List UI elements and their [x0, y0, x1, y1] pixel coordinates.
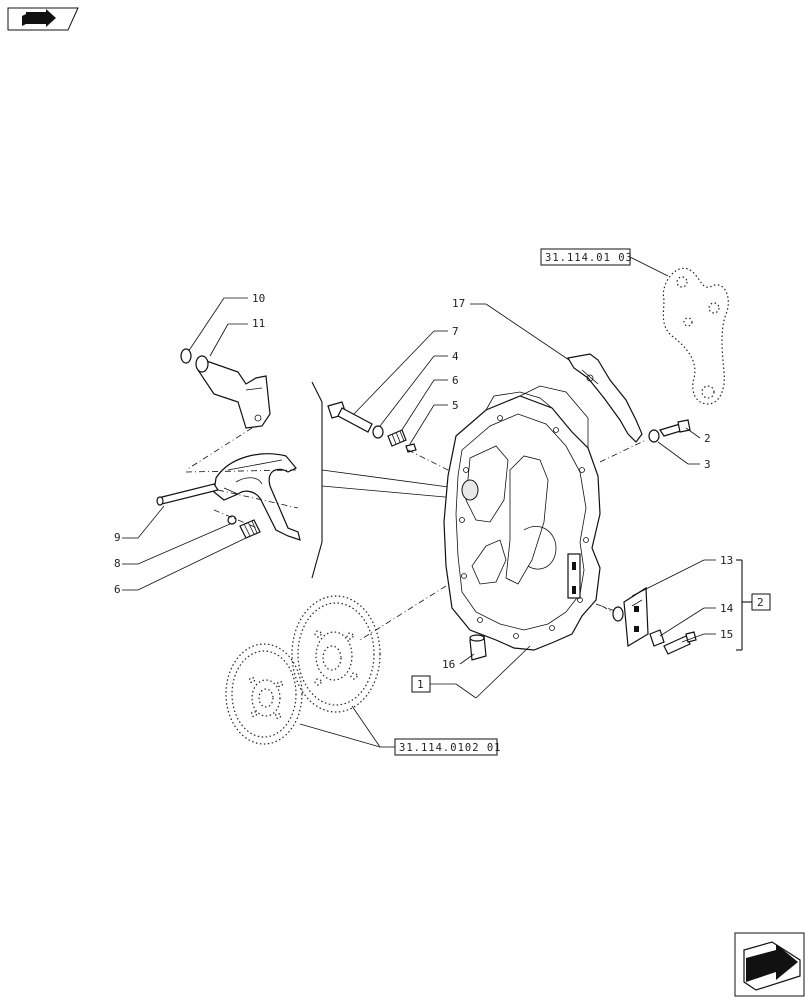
bolt-washer-lower-right: [649, 629, 697, 655]
callout-5: 5: [409, 399, 459, 445]
callout-16: 16: [442, 653, 475, 671]
gear-large-dotted: [291, 595, 381, 713]
callout-2: 2: [685, 427, 711, 445]
rod-part: [156, 469, 299, 509]
callout-6-left: 6: [114, 535, 251, 596]
shift-fork-part: [213, 453, 301, 541]
svg-text:6: 6: [114, 583, 121, 596]
bolt-washer-spring-set: [327, 401, 457, 475]
svg-text:10: 10: [252, 292, 265, 305]
callout-11: 11: [209, 317, 265, 357]
callout-14: 14: [659, 602, 734, 637]
svg-text:1: 1: [417, 678, 424, 691]
callout-7: 7: [351, 325, 459, 417]
callout-15: 15: [681, 628, 733, 643]
svg-text:8: 8: [114, 557, 121, 570]
svg-text:5: 5: [452, 399, 459, 412]
shaft-arm-part: [180, 348, 271, 471]
svg-text:7: 7: [452, 325, 459, 338]
svg-text:3: 3: [704, 458, 711, 471]
callout-17: 17: [452, 297, 573, 363]
callout-13: 13: [631, 554, 733, 597]
reference-box-top-right[interactable]: 31.114.01 03: [540, 248, 669, 277]
back-arrow-icon[interactable]: [7, 7, 79, 31]
callout-9: 9: [114, 505, 165, 544]
svg-text:4: 4: [452, 350, 459, 363]
svg-text:15: 15: [720, 628, 733, 641]
callout-8: 8: [114, 523, 231, 570]
group-bracket-line: [311, 381, 457, 579]
item-box-1[interactable]: 1: [411, 645, 531, 699]
cover-plate-part: [601, 586, 649, 648]
svg-text:16: 16: [442, 658, 455, 671]
callout-3: 3: [657, 441, 711, 471]
ball-spring-left: [213, 509, 263, 539]
item-box-2[interactable]: 2: [751, 593, 771, 611]
right-group-bracket: [736, 559, 752, 651]
screw-washer-right: [599, 419, 691, 463]
callout-6-top: 6: [397, 374, 459, 437]
svg-text:13: 13: [720, 554, 733, 567]
svg-text:14: 14: [720, 602, 734, 615]
svg-text:31.114.01 03: 31.114.01 03: [545, 252, 633, 264]
callout-10: 10: [187, 292, 265, 353]
svg-text:2: 2: [704, 432, 711, 445]
svg-text:9: 9: [114, 531, 121, 544]
forward-arrow-icon[interactable]: [734, 932, 805, 997]
svg-text:31.114.0102 01: 31.114.0102 01: [399, 742, 502, 754]
svg-text:2: 2: [757, 596, 764, 609]
bush-part: [469, 634, 487, 661]
gearbox-cover-housing: [359, 385, 619, 651]
gear-small-dotted: [225, 643, 303, 745]
svg-text:6: 6: [452, 374, 459, 387]
reference-box-bottom[interactable]: 31.114.0102 01: [299, 705, 502, 756]
dotted-bracket: [662, 267, 729, 405]
guide-plate-part: [567, 353, 643, 443]
svg-text:17: 17: [452, 297, 465, 310]
svg-text:11: 11: [252, 317, 265, 330]
callout-4: 4: [379, 350, 459, 427]
